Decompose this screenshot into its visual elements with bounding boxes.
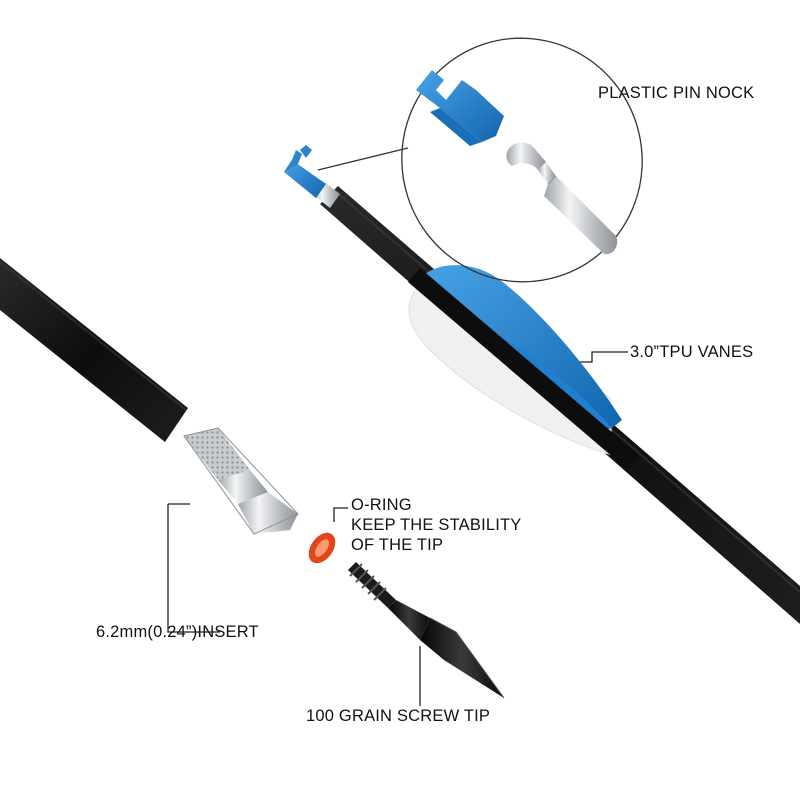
insert-part [183,427,299,535]
label-o-ring-title: O-RING [351,496,412,514]
oring-leader [333,507,348,522]
label-o-ring-line3: OF THE TIP [351,535,444,554]
label-o-ring: O-RING KEEP THE STABILITY OF THE TIP [351,496,522,555]
nock-detail-blue [416,70,504,146]
screw-tip-part [348,562,505,699]
insert-leader [167,504,220,633]
left-shaft-segment [0,258,188,442]
vanes-leader [580,351,628,363]
o-ring-part [308,532,336,564]
label-o-ring-line2: KEEP THE STABILITY [351,515,522,534]
label-tpu-vanes: 3.0”TPU VANES [630,343,754,361]
shaft-over-vanes [408,268,640,470]
mounted-nock [284,145,326,198]
label-insert: 6.2mm(0.24”)INSERT [96,623,259,641]
label-plastic-pin-nock: PLASTIC PIN NOCK [598,84,755,102]
leader-lines [167,351,628,706]
nock-detail-callout [317,37,643,283]
nock-pin-silver [506,142,618,255]
label-screw-tip: 100 GRAIN SCREW TIP [306,707,491,725]
